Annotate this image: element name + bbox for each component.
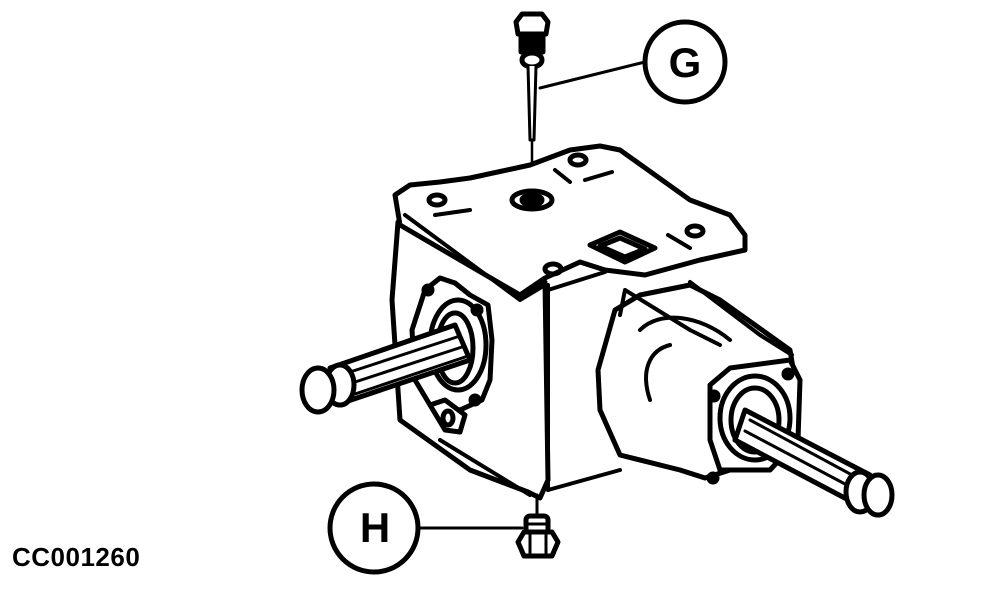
callout-g-circle	[642, 19, 728, 105]
right-output-shaft	[595, 280, 895, 518]
figure-id: CC001260	[12, 542, 141, 572]
drain-plug-icon	[515, 493, 561, 559]
callout-g-label: G	[668, 39, 702, 86]
callout-h-label: H	[359, 504, 391, 551]
callout-g-leader	[538, 60, 647, 90]
left-input-shaft	[299, 275, 495, 435]
callout-h-circle	[327, 481, 421, 575]
fill-plug-icon	[513, 11, 551, 197]
